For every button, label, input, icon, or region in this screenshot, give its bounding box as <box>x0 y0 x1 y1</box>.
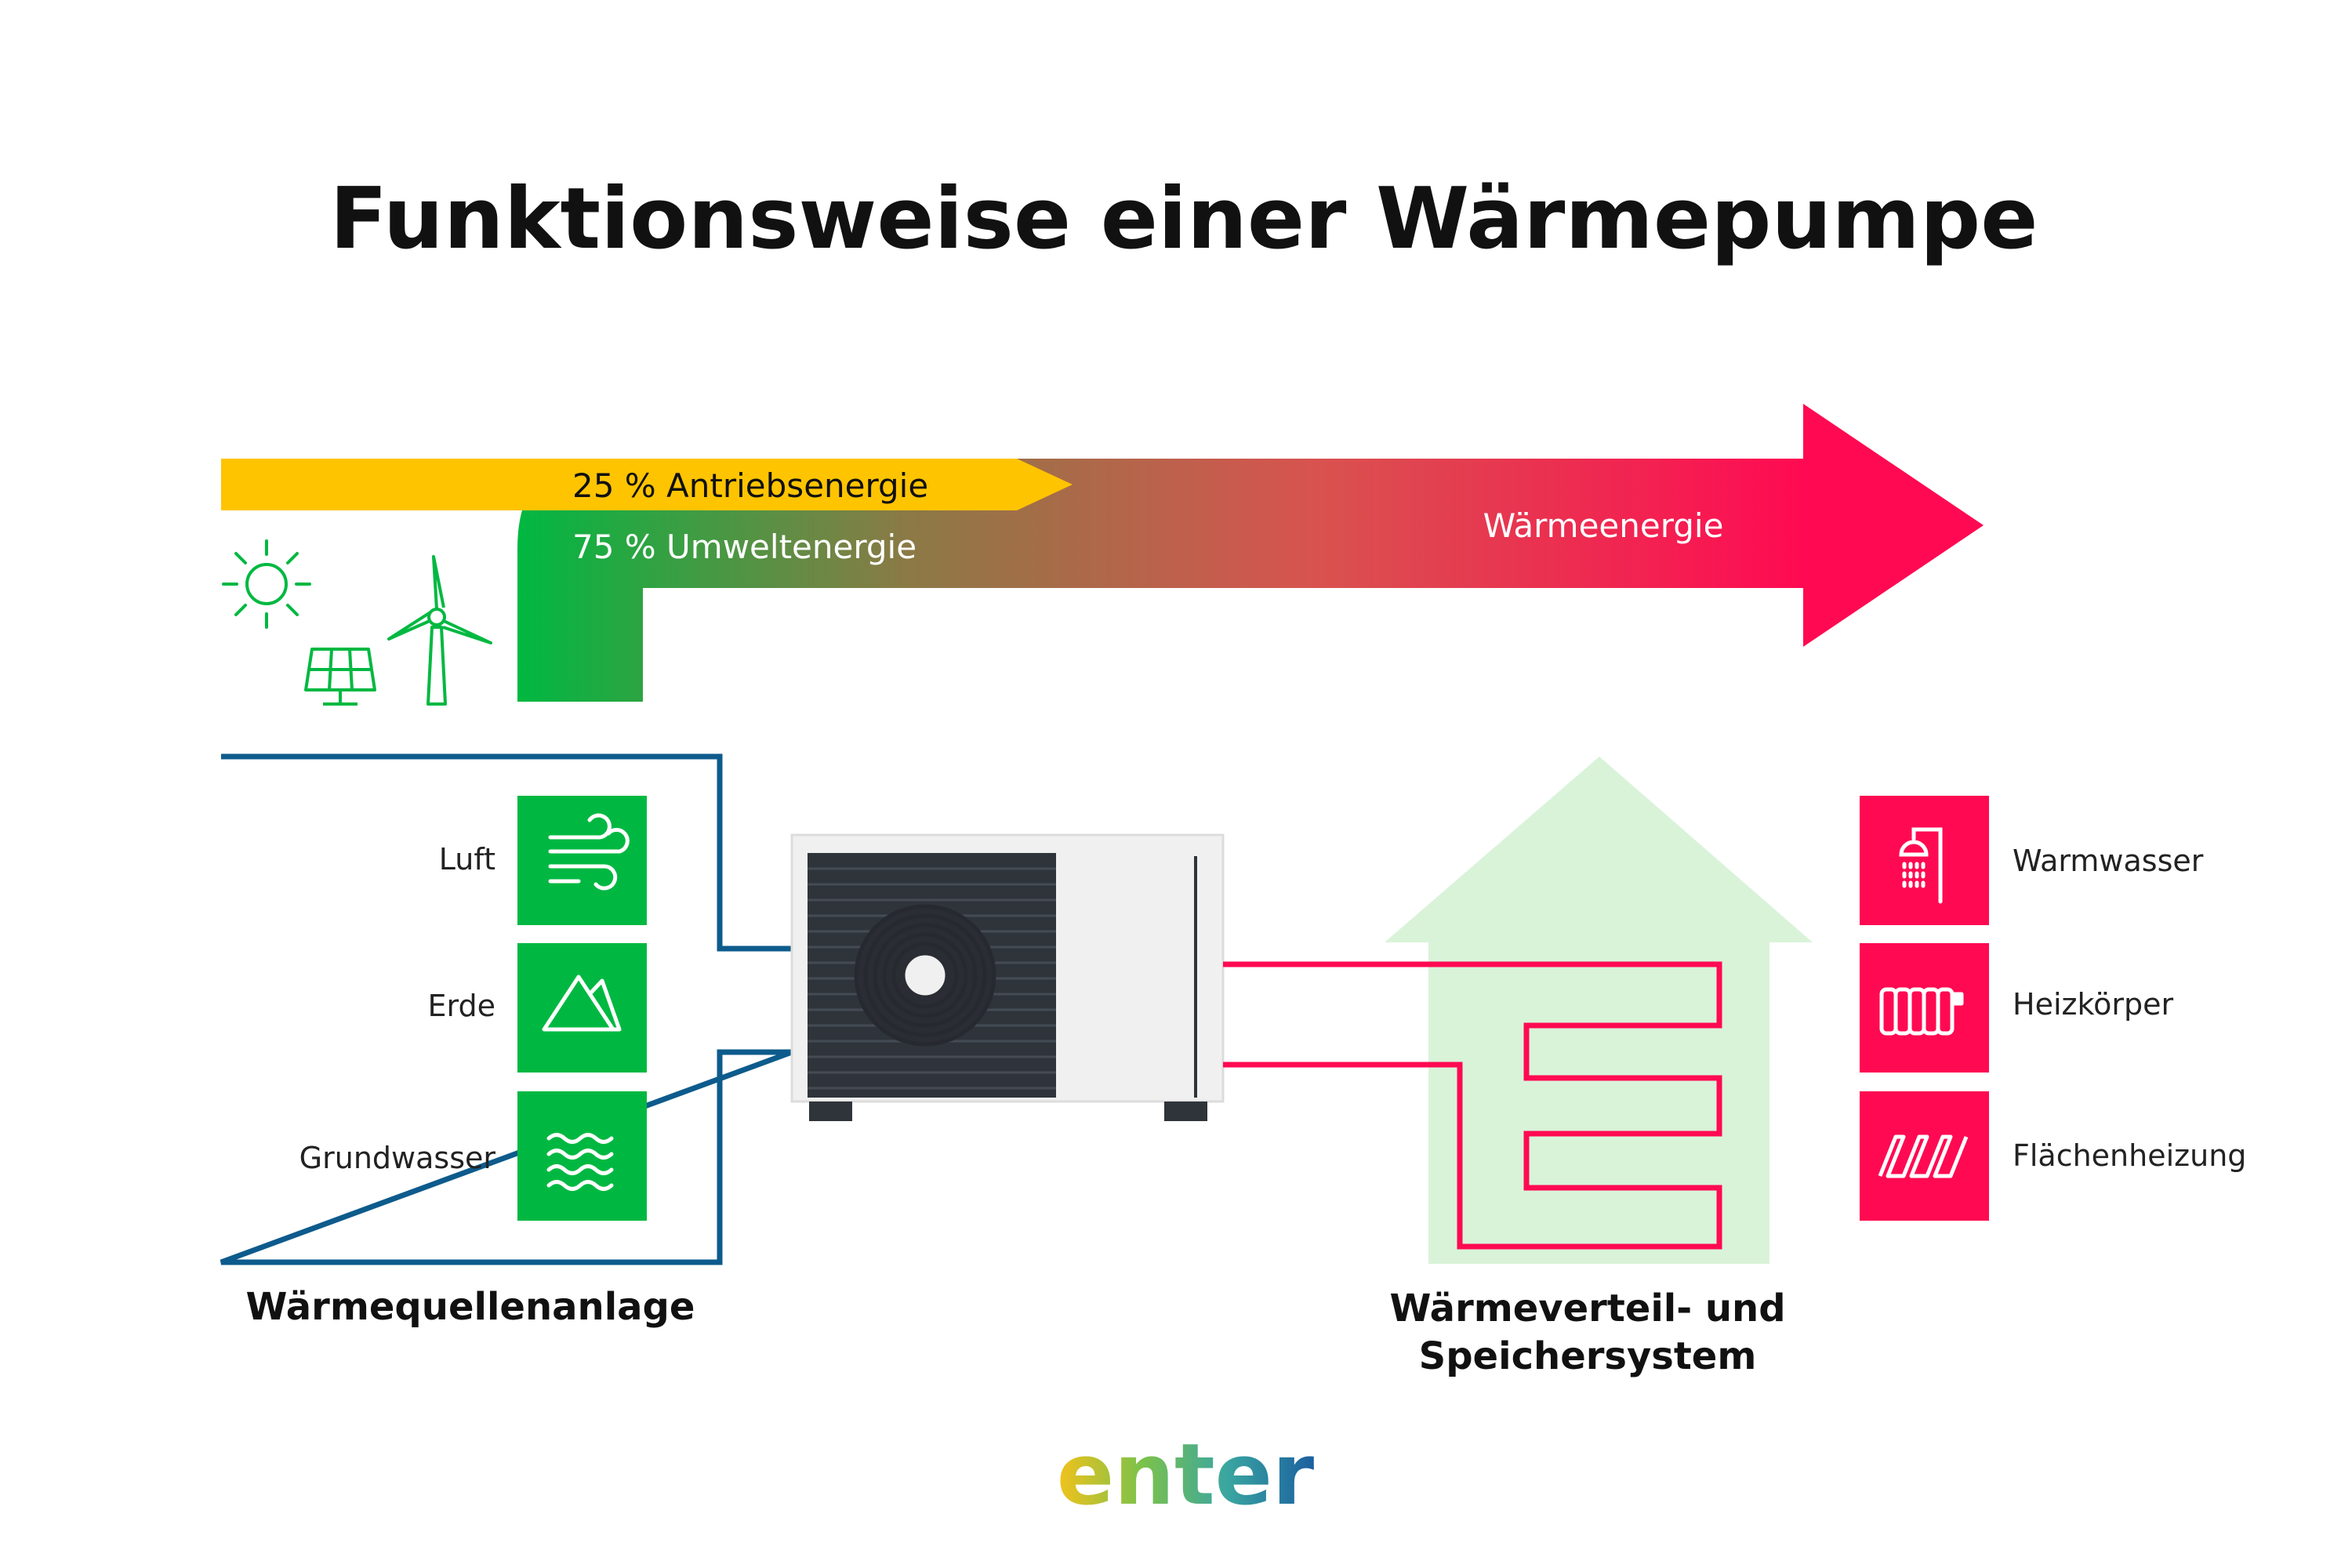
enter-logo: enter <box>1057 1426 1314 1524</box>
ambient-energy-label: 75 % Umweltenergie <box>572 528 916 566</box>
heat-energy-label: Wärmeenergie <box>1483 506 1724 545</box>
distribution-heizkoerper-label: Heizkörper <box>2013 987 2173 1022</box>
heat-pump-unit <box>790 833 1225 1121</box>
heating-pipe <box>1223 961 1722 1250</box>
heat-source-erde-tile <box>517 943 647 1073</box>
shower-icon <box>1899 827 1943 904</box>
energy-flow-arrow: 25 % Antriebsenergie 75 % Umweltenergie … <box>221 404 1984 702</box>
heat-source-grundwasser-tile <box>517 1091 647 1221</box>
distribution-warmwasser-tile <box>1860 796 1989 925</box>
distribution-system-label-1: Wärmeverteil- und <box>1389 1287 1785 1330</box>
fan-icon <box>854 904 996 1047</box>
sun-icon <box>222 539 311 629</box>
heat-source-luft-tile <box>517 796 647 925</box>
house-shape <box>1385 757 1813 1264</box>
floor-heating-icon <box>1878 1134 1969 1178</box>
heat-source-luft-label: Luft <box>439 842 495 877</box>
heat-source-system-label: Wärmequellenanlage <box>246 1285 695 1329</box>
drive-energy-arrow <box>221 459 1073 510</box>
radiator-icon <box>1879 987 1964 1036</box>
mountain-icon <box>542 975 622 1032</box>
solar-panel-icon <box>304 648 376 706</box>
heat-source-erde-label: Erde <box>428 989 495 1023</box>
heat-source-boundary <box>220 753 793 1265</box>
distribution-warmwasser-label: Warmwasser <box>2013 844 2204 878</box>
waves-icon <box>546 1133 614 1191</box>
wind-turbine-icon <box>387 555 492 706</box>
page-title: Funktionsweise einer Wärmepumpe <box>330 170 2038 268</box>
heat-source-grundwasser-label: Grundwasser <box>299 1141 496 1175</box>
wind-icon <box>548 813 630 891</box>
drive-energy-label: 25 % Antriebsenergie <box>572 466 928 505</box>
distribution-flaechenheizung-label: Flächenheizung <box>2013 1138 2246 1173</box>
distribution-system-label-2: Speichersystem <box>1419 1334 1757 1378</box>
distribution-flaechenheizung-tile <box>1860 1091 1989 1221</box>
